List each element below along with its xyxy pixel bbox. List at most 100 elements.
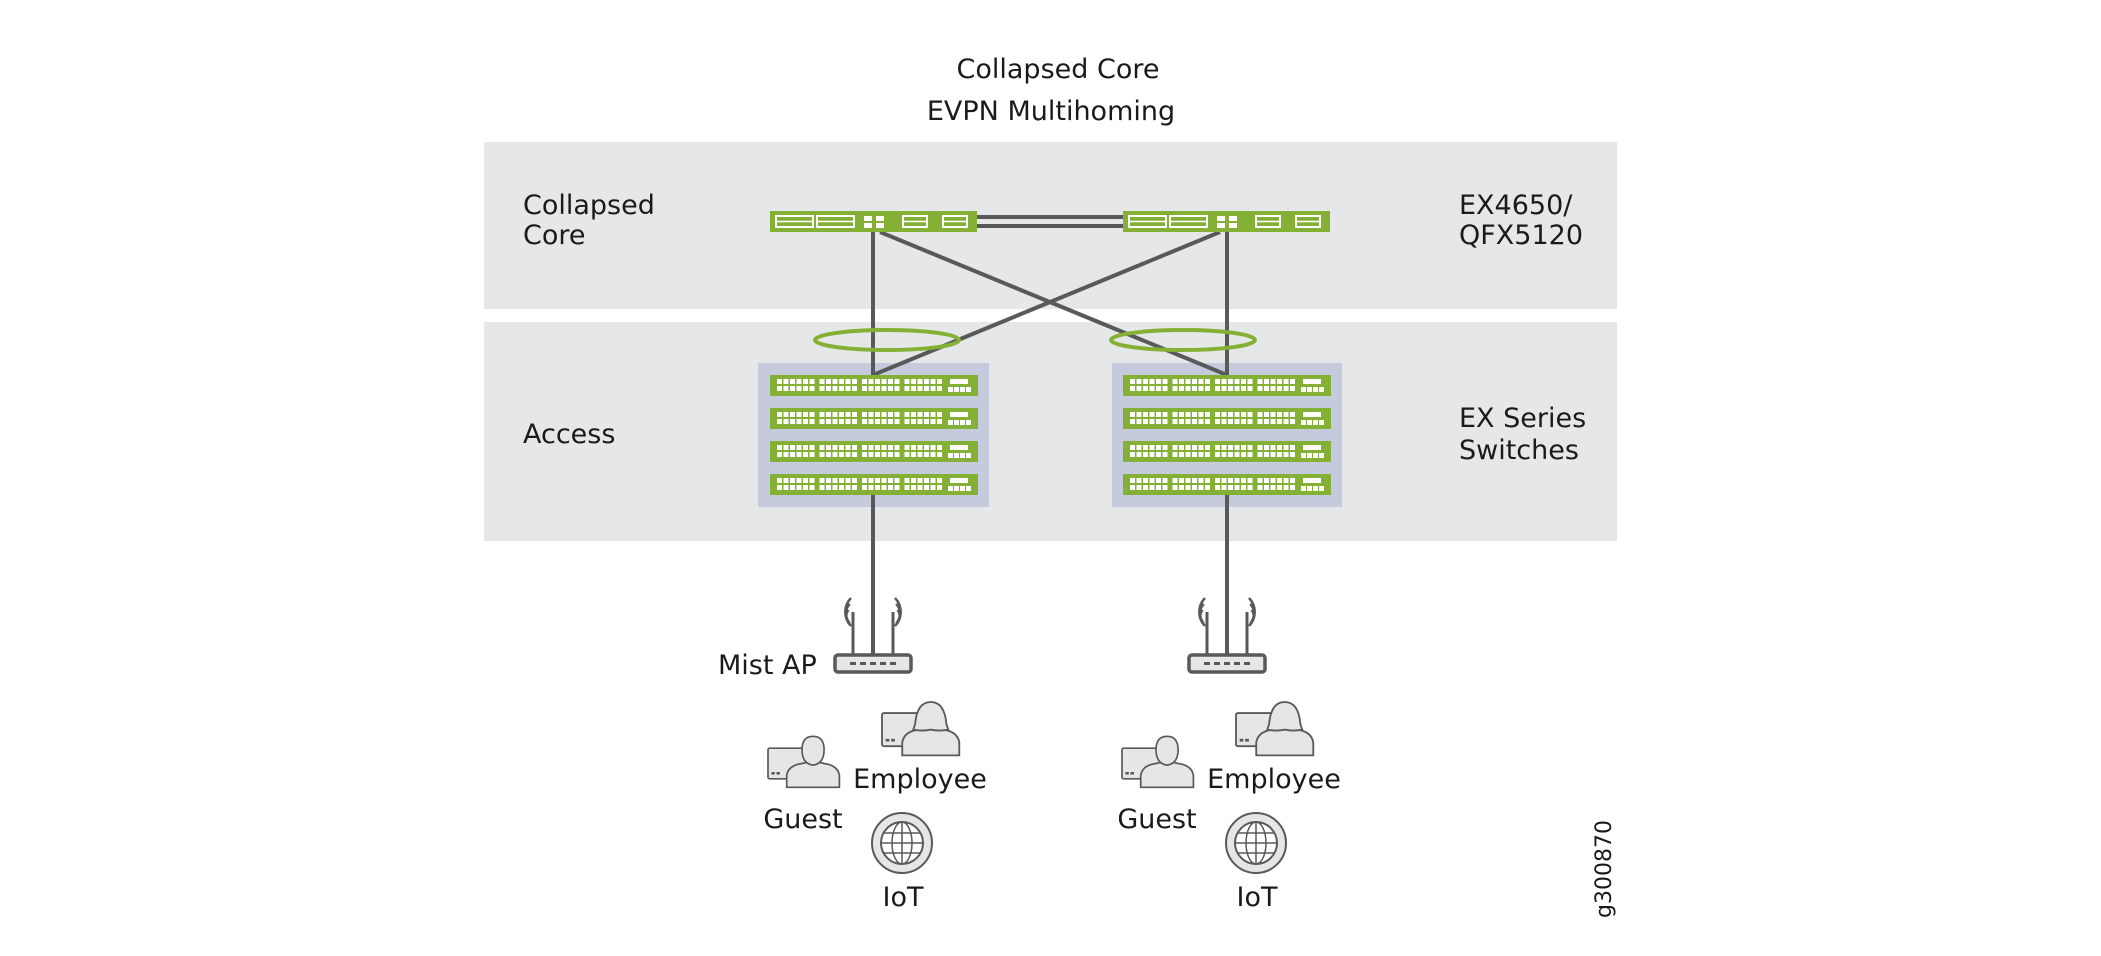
access-port: [790, 485, 795, 490]
access-port: [868, 452, 874, 457]
access-port: [803, 445, 808, 450]
access-port: [819, 485, 825, 490]
access-port: [1185, 379, 1191, 384]
access-port: [1130, 412, 1135, 417]
access-switch-left-1: [770, 375, 978, 396]
iot-label-right: IoT: [1237, 882, 1278, 913]
access-port: [888, 485, 893, 490]
access-port: [845, 379, 851, 384]
access-port: [1162, 412, 1168, 417]
access-port: [1228, 478, 1233, 483]
access-port: [1277, 452, 1282, 457]
access-switch-left-3: [770, 441, 978, 462]
access-port: [1205, 419, 1210, 424]
access-port: [1270, 478, 1276, 483]
access-port: [819, 445, 825, 450]
access-switch-chassis: [770, 474, 978, 495]
access-port: [862, 445, 867, 450]
access-port: [937, 412, 942, 417]
access-port: [1156, 419, 1161, 424]
access-port: [832, 379, 838, 384]
access-port: [852, 485, 857, 490]
access-port: [1234, 379, 1240, 384]
access-switch-chassis: [770, 441, 978, 462]
access-port: [1290, 419, 1295, 424]
sfp-port: [1313, 420, 1318, 425]
access-port: [1215, 452, 1220, 457]
access-port: [1192, 379, 1197, 384]
access-port: [796, 386, 802, 391]
access-port: [1172, 478, 1178, 483]
access-port: [1215, 386, 1220, 391]
access-port: [1290, 386, 1295, 391]
access-port: [917, 419, 923, 424]
access-port: [1198, 379, 1204, 384]
access-port: [1215, 379, 1220, 384]
person-body-icon: [1255, 726, 1315, 757]
access-port: [1172, 412, 1178, 417]
access-port: [826, 419, 831, 424]
access-port: [839, 379, 844, 384]
title-line-1: Collapsed Core: [957, 54, 1160, 85]
access-port: [832, 478, 838, 483]
access-port: [862, 452, 867, 457]
access-switch-left-4: [770, 474, 978, 495]
access-port: [783, 452, 789, 457]
employee-label-left: Employee: [853, 764, 987, 795]
uplink-port: [950, 412, 968, 417]
access-port: [924, 419, 929, 424]
access-port: [852, 386, 857, 391]
access-port: [888, 445, 893, 450]
access-port: [1192, 452, 1197, 457]
access-port: [790, 412, 795, 417]
access-port: [1130, 386, 1135, 391]
access-port: [1149, 386, 1155, 391]
sfp-port: [960, 486, 965, 491]
access-port: [790, 419, 795, 424]
access-port: [904, 419, 910, 424]
access-port: [832, 419, 838, 424]
access-port: [1234, 419, 1240, 424]
access-port: [1221, 478, 1227, 483]
uplink-port: [950, 379, 968, 384]
access-port: [839, 485, 844, 490]
access-port: [1241, 478, 1246, 483]
access-port: [924, 379, 929, 384]
access-port: [790, 478, 795, 483]
access-port: [1156, 485, 1161, 490]
access-port: [1130, 379, 1135, 384]
access-port: [845, 478, 851, 483]
access-port: [1162, 452, 1168, 457]
access-port: [1143, 419, 1148, 424]
access-port: [1205, 478, 1210, 483]
access-port: [911, 412, 916, 417]
ap-led: [1214, 662, 1220, 665]
access-port: [1283, 452, 1289, 457]
access-port: [1143, 386, 1148, 391]
access-port: [1143, 379, 1148, 384]
sfp-port: [966, 420, 971, 425]
access-port: [1228, 386, 1233, 391]
access-port: [894, 478, 900, 483]
employee-label-right: Employee: [1207, 764, 1341, 795]
access-port: [1270, 419, 1276, 424]
access-port: [1283, 386, 1289, 391]
access-port: [1270, 386, 1276, 391]
access-port: [1290, 412, 1295, 417]
sfp-port: [1301, 453, 1306, 458]
access-port: [862, 478, 867, 483]
sfp-port: [948, 420, 953, 425]
access-port: [790, 445, 795, 450]
access-port: [1228, 452, 1233, 457]
access-port: [1198, 445, 1204, 450]
access-port: [888, 419, 893, 424]
access-port: [1156, 412, 1161, 417]
uplink-port: [1303, 445, 1321, 450]
access-port: [894, 386, 900, 391]
access-port: [1198, 452, 1204, 457]
ap-led: [870, 662, 876, 665]
access-port: [862, 379, 867, 384]
access-port: [1257, 485, 1263, 490]
access-port: [868, 478, 874, 483]
access-port: [924, 452, 929, 457]
